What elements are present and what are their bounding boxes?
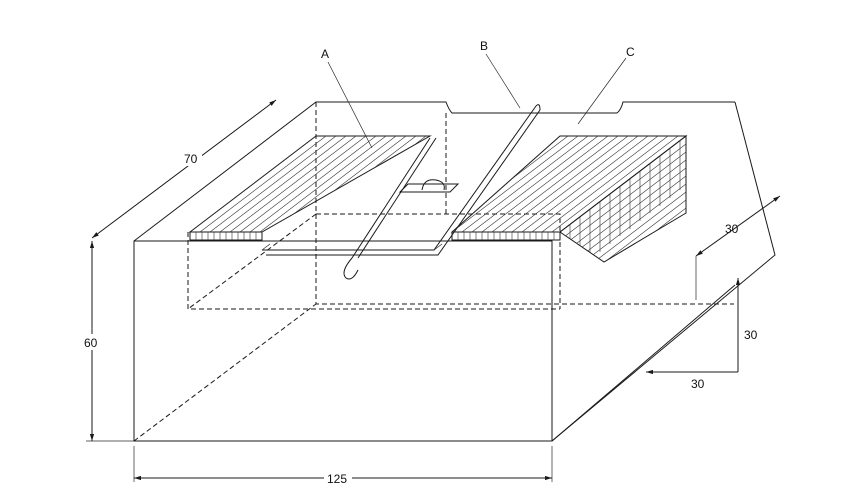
box-front-face — [133, 240, 553, 442]
dimension-depth: 70 — [184, 152, 198, 166]
grill-c-side-mesh — [560, 140, 686, 262]
width-label-bg — [324, 470, 352, 486]
dim-line-depth — [91, 99, 277, 239]
label-c: C — [626, 45, 635, 59]
handle-rod — [343, 137, 437, 280]
hinge-plate — [398, 179, 460, 193]
hidden-edges — [133, 102, 734, 442]
grill-a-hatching — [190, 136, 430, 232]
rod-b — [261, 104, 541, 256]
dimension-side-c: 30 — [691, 377, 705, 391]
depth-label-bg — [180, 150, 202, 166]
grill-panel-c — [450, 134, 688, 263]
height-label-bg — [80, 334, 104, 350]
leader-lines — [327, 53, 627, 149]
dimension-width: 125 — [327, 472, 347, 486]
label-b: B — [480, 39, 488, 53]
box-top-outline — [133, 101, 776, 442]
dimension-side-b: 30 — [744, 328, 758, 342]
label-a: A — [321, 47, 329, 61]
dim-line-side-a — [695, 195, 781, 300]
grill-c-hatching — [452, 136, 686, 232]
grill-panel-a — [188, 135, 432, 241]
dimension-side-a: 30 — [725, 222, 739, 236]
dimension-height: 60 — [84, 336, 98, 350]
